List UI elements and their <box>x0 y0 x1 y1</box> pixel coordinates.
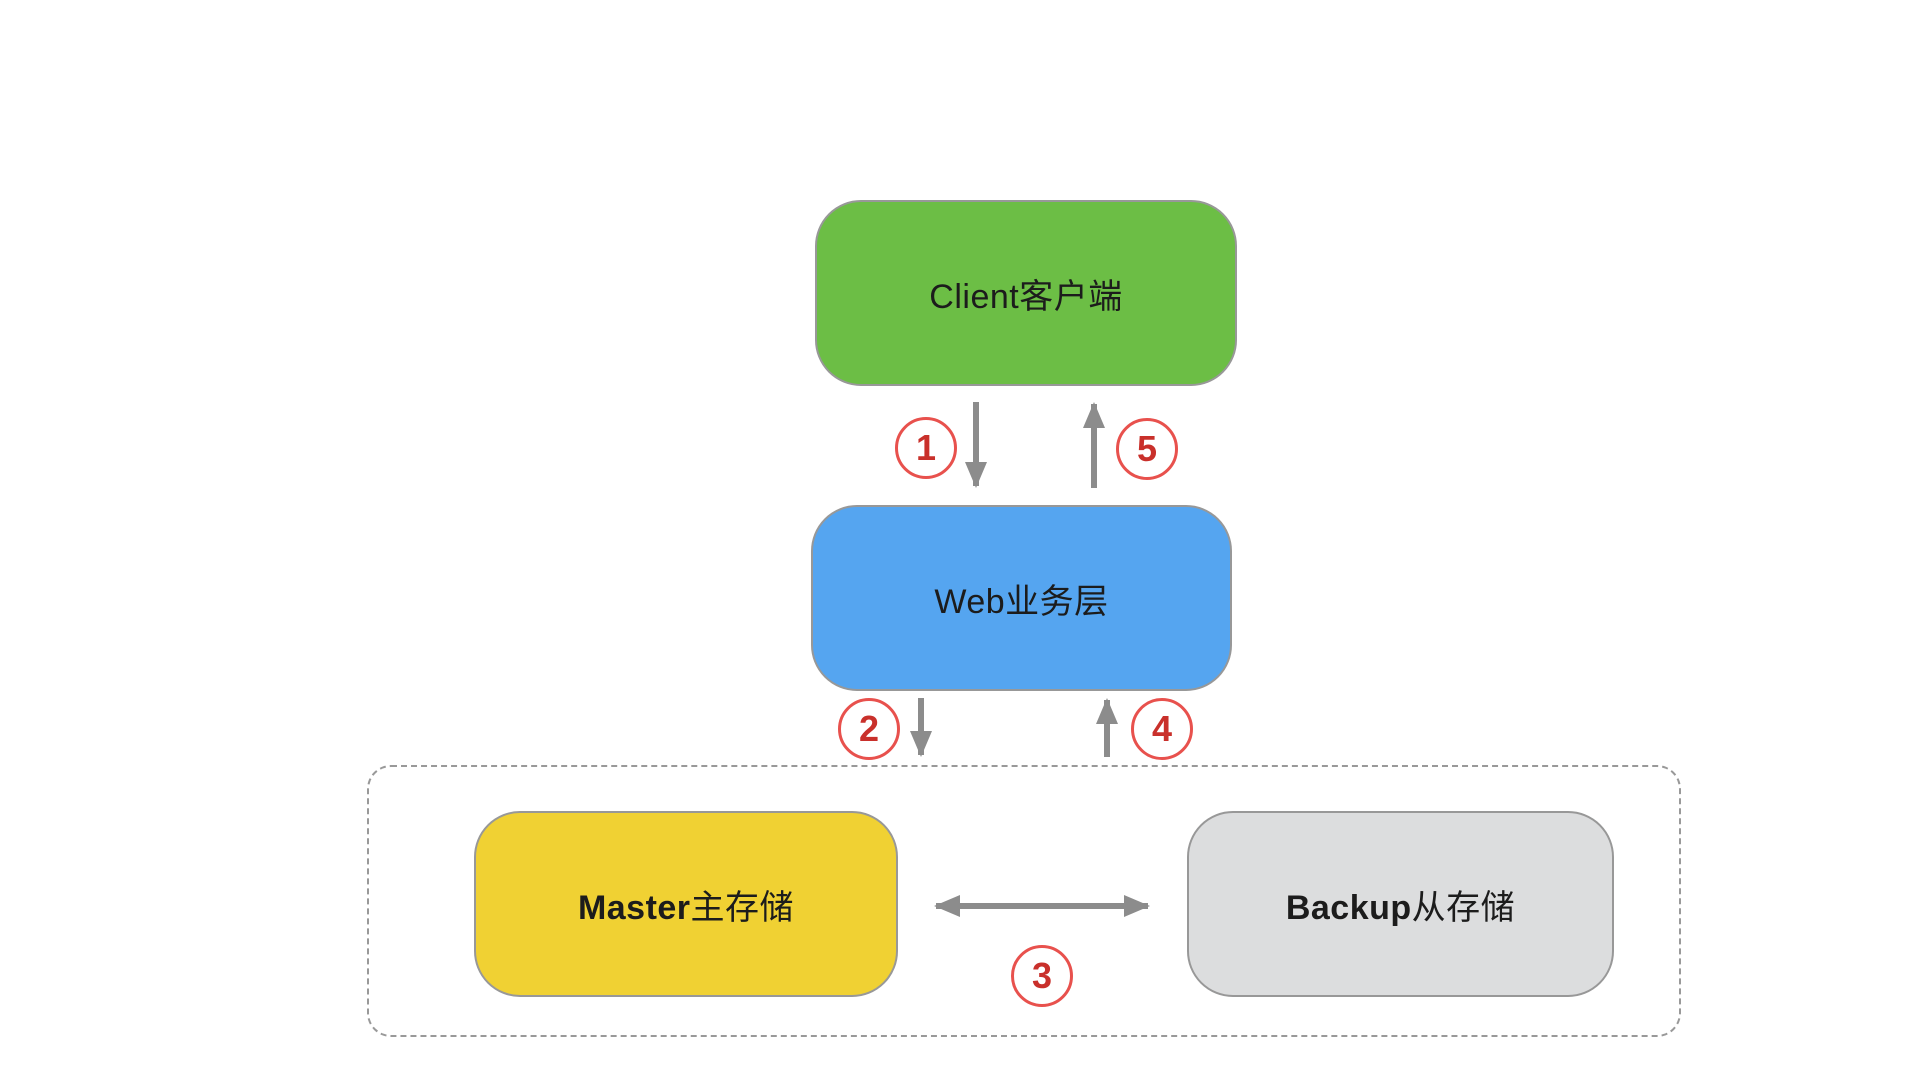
node-backup-label-zh: 从存储 <box>1411 888 1516 927</box>
step-badge-2-number: 2 <box>858 708 880 749</box>
step-badge-1: 1 <box>895 417 957 479</box>
step-badge-5: 5 <box>1116 418 1178 480</box>
step-badge-3-number: 3 <box>1031 955 1053 996</box>
node-client-label: Client客户端 <box>929 277 1123 316</box>
step-badge-4: 4 <box>1131 698 1193 760</box>
node-backup: Backup从存储 <box>1187 811 1614 997</box>
node-master: Master主存储 <box>474 811 898 997</box>
node-backup-label-en: Backup <box>1285 888 1412 927</box>
node-client: Client客户端 <box>815 200 1237 386</box>
node-web: Web业务层 <box>811 505 1232 691</box>
step-badge-4-number: 4 <box>1151 708 1173 749</box>
step-badge-3: 3 <box>1011 945 1073 1007</box>
node-web-label: Web业务层 <box>934 582 1109 621</box>
node-master-label: Master主存储 <box>578 880 794 929</box>
node-master-label-en: Master <box>577 888 691 927</box>
node-backup-label: Backup从存储 <box>1286 880 1515 929</box>
node-master-label-zh: 主存储 <box>690 888 795 927</box>
step-badge-2: 2 <box>838 698 900 760</box>
step-badge-1-number: 1 <box>915 427 937 468</box>
step-badge-5-number: 5 <box>1136 428 1158 469</box>
storage-group-container <box>367 765 1681 1037</box>
